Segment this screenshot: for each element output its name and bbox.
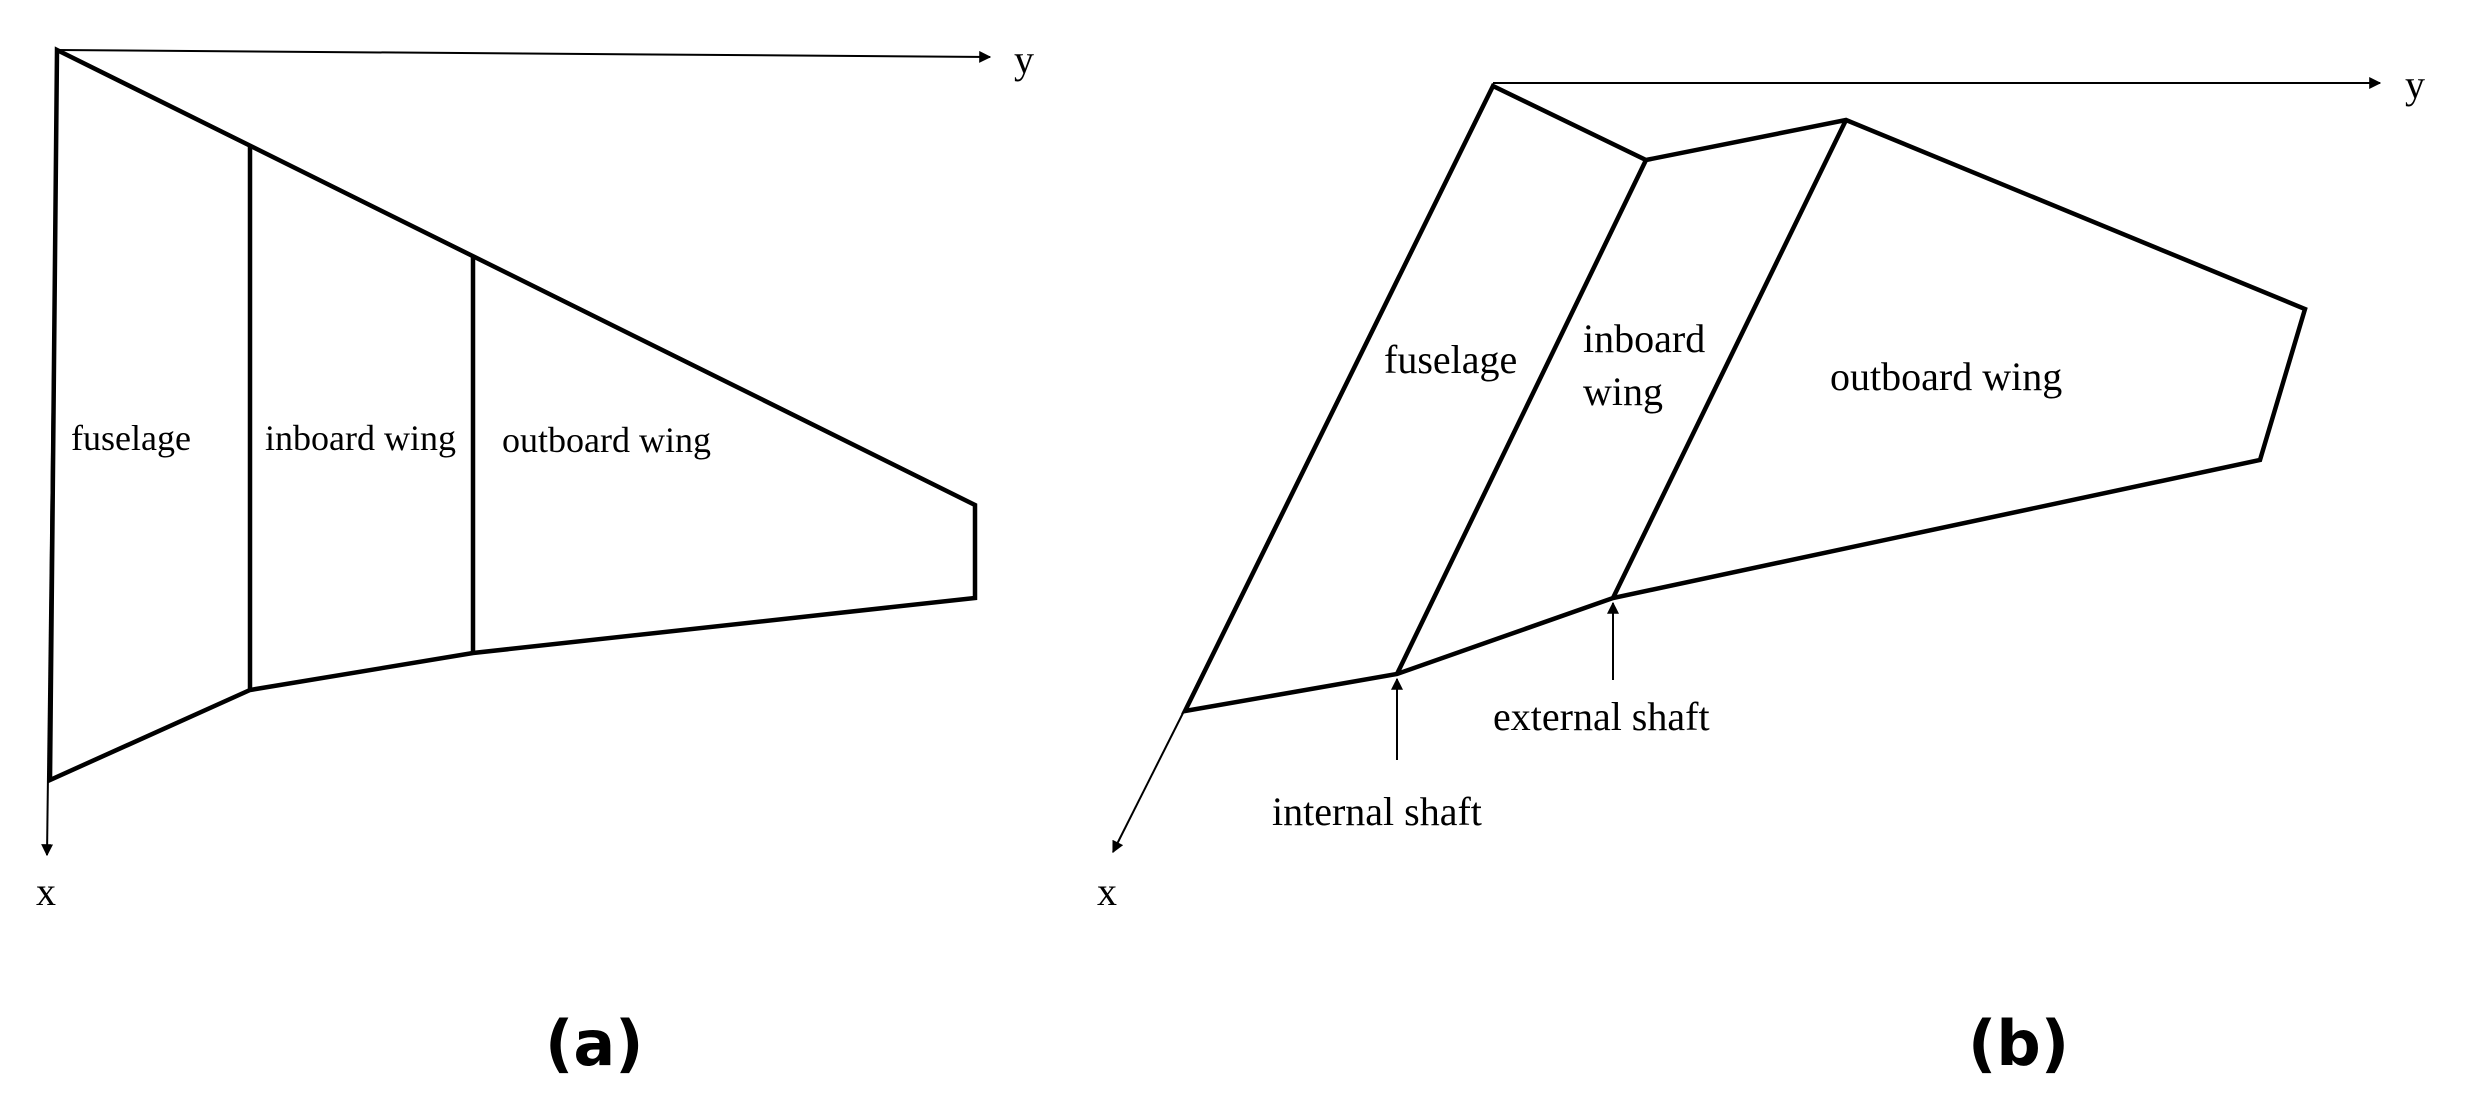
panel-a-outboard-wing-label: outboard wing — [502, 420, 711, 460]
panel-b-fuselage-inboard-boundary — [1394, 159, 1649, 675]
panel-b-inboard-outboard-boundary — [1610, 119, 1849, 599]
panel-a-wing-outline — [47, 46, 978, 784]
panel-a-y-axis — [56, 49, 992, 63]
panel-a-y-axis-label: y — [1014, 37, 1034, 82]
panel-b-inboard-wing-label-line2: wing — [1583, 369, 1663, 414]
panel-a-x-axis-label: x — [36, 869, 56, 914]
panel-b-y-axis-label: y — [2405, 62, 2425, 107]
panel-a-caption: (a) — [545, 1007, 644, 1080]
panel-b-x-axis — [1112, 712, 1184, 854]
panel-b-outboard-wing-label: outboard wing — [1830, 354, 2062, 399]
panel-b-fuselage-label: fuselage — [1384, 337, 1517, 382]
panel-b-external-shaft-label: external shaft — [1493, 694, 1710, 739]
panel-b-inboard-wing-label-line1: inboard — [1583, 316, 1705, 361]
panel-b-caption: (b) — [1968, 1007, 2069, 1080]
panel-a: fuselage inboard wing outboard wing y x … — [36, 37, 1034, 1080]
panel-b-internal-shaft-label: internal shaft — [1272, 789, 1482, 834]
panel-a-inboard-wing-label: inboard wing — [265, 418, 456, 458]
panel-b-wing-outline — [1181, 83, 2308, 714]
panel-b: fuselage inboard wing outboard wing exte… — [1097, 62, 2425, 1080]
panel-a-fuselage-label: fuselage — [71, 418, 191, 458]
panel-b-x-axis-label: x — [1097, 869, 1117, 914]
